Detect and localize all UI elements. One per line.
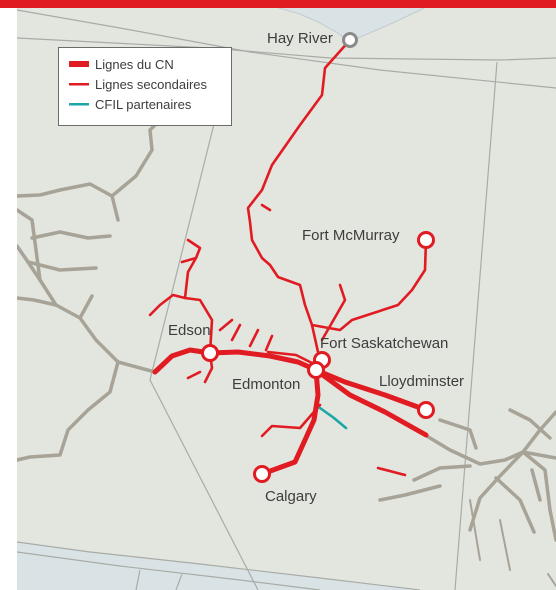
boundaries	[16, 9, 556, 590]
city-markers	[201, 32, 435, 483]
city-label-lloydminster: Lloydminster	[379, 373, 465, 390]
fort-mcmurray-marker	[417, 231, 435, 249]
other-rail-spurs	[469, 499, 556, 587]
calgary-marker	[253, 465, 271, 483]
partner-swatch	[69, 103, 89, 106]
legend-label: CFIL partenaires	[95, 96, 192, 112]
city-label-hay-river: Hay River	[267, 30, 333, 47]
city-label-edson: Edson	[168, 322, 211, 339]
map-legend: Lignes du CN Lignes secondaires CFIL par…	[58, 47, 232, 126]
edmonton-marker	[307, 361, 325, 379]
cn-main-swatch	[69, 61, 89, 67]
partner-line	[318, 406, 348, 430]
legend-item-cn-main: Lignes du CN	[69, 54, 231, 74]
city-label-fort-mcmurray: Fort McMurray	[302, 227, 400, 244]
legend-label: Lignes du CN	[95, 56, 174, 72]
legend-item-cn-secondary: Lignes secondaires	[69, 74, 231, 94]
city-label-edmonton: Edmonton	[232, 376, 301, 393]
city-label-fort-saskatchewan: Fort Saskatchewan	[320, 335, 449, 352]
edson-marker	[201, 344, 219, 362]
city-label-calgary: Calgary	[265, 488, 317, 505]
hay-river-marker	[342, 32, 358, 48]
legend-label: Lignes secondaires	[95, 76, 208, 92]
cn-secondary-swatch	[69, 83, 89, 86]
left-margin	[0, 8, 17, 590]
lloydminster-marker	[417, 401, 435, 419]
cn-secondary-lines	[148, 38, 428, 477]
legend-item-partner: CFIL partenaires	[69, 94, 231, 114]
top-accent-bar	[0, 0, 556, 8]
